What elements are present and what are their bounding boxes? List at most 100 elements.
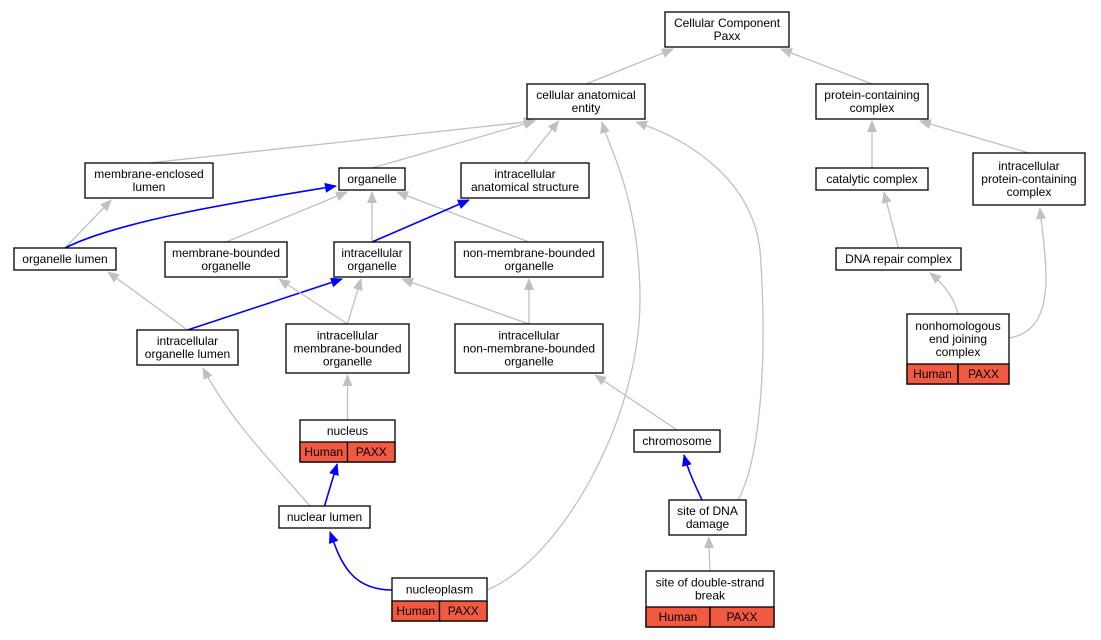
node-label-line: complex	[936, 345, 981, 359]
edge-cellular-anatomical-entity-to-cellular-component	[585, 48, 674, 85]
node-box	[835, 247, 962, 271]
edge-protein-containing-complex-to-cellular-component	[780, 48, 873, 85]
node-label-line: organelle	[504, 259, 554, 273]
species-label: Human	[304, 445, 343, 459]
node-box	[454, 241, 604, 278]
node-box	[278, 505, 371, 529]
gene-label: PAXX	[726, 610, 757, 624]
edge-nucleoplasm-to-nuclear-lumen	[328, 531, 393, 591]
node-label-line: site of DNA	[677, 504, 738, 518]
node-organelle-lumen[interactable]: organelle lumen	[13, 247, 117, 271]
node-box	[333, 241, 411, 278]
gene-label: PAXX	[448, 604, 479, 618]
edge-organelle-to-cellular-anatomical-entity	[371, 119, 536, 169]
node-label-line: end joining	[929, 332, 987, 346]
edge-membrane-bounded-organelle-to-organelle	[225, 191, 348, 243]
edge-nonhomologous-end-joining-complex-to-intracellular-protein-containing-complex	[1008, 207, 1047, 339]
edge-nonhomologous-end-joining-complex-to-dna-repair-complex	[929, 272, 959, 315]
node-label-line: Cellular Component	[674, 16, 781, 30]
edge-site-of-double-strand-break-to-site-of-dna-damage	[704, 536, 715, 572]
node-label-line: membrane-enclosed	[94, 167, 203, 181]
edge-intracellular-protein-containing-complex-to-protein-containing-complex	[919, 119, 1030, 154]
node-label-line: organelle	[201, 259, 251, 273]
node-label-line: complex	[1007, 185, 1052, 199]
node-box	[164, 241, 288, 278]
node-box	[285, 323, 410, 374]
edge-nuclear-lumen-to-intracellular-organelle-lumen	[202, 367, 311, 507]
node-label-line: complex	[850, 101, 895, 115]
gene-cell	[957, 363, 1010, 385]
species-label: Human	[396, 604, 435, 618]
node-label-line: lumen	[133, 180, 166, 194]
edge-membrane-enclosed-lumen-to-cellular-anatomical-entity	[148, 117, 536, 164]
edge-intracellular-organelle-lumen-to-intracellular-organelle	[187, 277, 343, 331]
node-label-line: Paxx	[714, 29, 741, 43]
node-dna-repair-complex[interactable]: DNA repair complex	[835, 247, 962, 271]
node-label-line: organelle	[347, 172, 397, 186]
edge-site-of-dna-damage-to-cellular-anatomical-entity	[635, 120, 764, 501]
node-organelle[interactable]: organelle	[338, 167, 406, 191]
node-box	[815, 167, 929, 191]
node-label-line: non-membrane-bounded	[463, 342, 595, 356]
node-label-line: intracellular	[317, 329, 378, 343]
edge-intracellular-membrane-bounded-organelle-to-membrane-bounded-organelle	[278, 278, 348, 325]
node-catalytic-complex[interactable]: catalytic complex	[815, 167, 929, 191]
node-label-line: intracellular	[157, 334, 218, 348]
edge-nuclear-lumen-to-nucleus	[323, 463, 339, 507]
node-label-line: cellular anatomical	[536, 88, 635, 102]
edge-organelle-lumen-to-organelle	[64, 182, 337, 249]
gene-label: PAXX	[356, 445, 387, 459]
node-chromosome[interactable]: chromosome	[633, 429, 721, 453]
node-label-line: nuclear lumen	[287, 510, 362, 524]
gene-cell	[709, 606, 775, 628]
node-box	[454, 323, 604, 374]
node-box	[664, 11, 790, 48]
node-label-line: intracellular	[998, 159, 1059, 173]
edge-dna-repair-complex-to-catalytic-complex	[881, 191, 900, 249]
node-box	[633, 429, 721, 453]
node-box	[972, 152, 1086, 206]
node-box	[338, 167, 406, 191]
node-label-line: protein-containing	[981, 172, 1076, 186]
node-label-line: nucleoplasm	[406, 583, 473, 597]
node-label-line: membrane-bounded	[172, 246, 280, 260]
node-label-line: organelle	[347, 259, 397, 273]
edge-non-membrane-bounded-organelle-to-organelle	[396, 191, 530, 243]
node-box	[815, 83, 929, 120]
gene-cell	[438, 600, 488, 622]
node-box	[460, 162, 590, 199]
edge-intracellular-non-membrane-bounded-organelle-to-intracellular-organelle	[401, 277, 530, 325]
node-label-line: organelle lumen	[145, 347, 230, 361]
node-label-line: organelle lumen	[22, 252, 107, 266]
node-label-line: catalytic complex	[826, 172, 917, 186]
node-label-line: organelle	[323, 355, 373, 369]
edge-intracellular-organelle-lumen-to-organelle-lumen	[107, 271, 188, 331]
node-label-line: membrane-bounded	[293, 342, 401, 356]
node-label-line: nonhomologous	[915, 319, 1000, 333]
node-label-line: intracellular	[341, 246, 402, 260]
node-intracellular-non-membrane-bounded-organelle[interactable]: intracellularnon-membrane-boundedorganel…	[454, 323, 604, 374]
node-box	[668, 499, 747, 536]
node-label-line: break	[695, 589, 726, 603]
node-box	[84, 162, 214, 199]
node-nuclear-lumen[interactable]: nuclear lumen	[278, 505, 371, 529]
node-label-line: protein-containing	[824, 88, 919, 102]
